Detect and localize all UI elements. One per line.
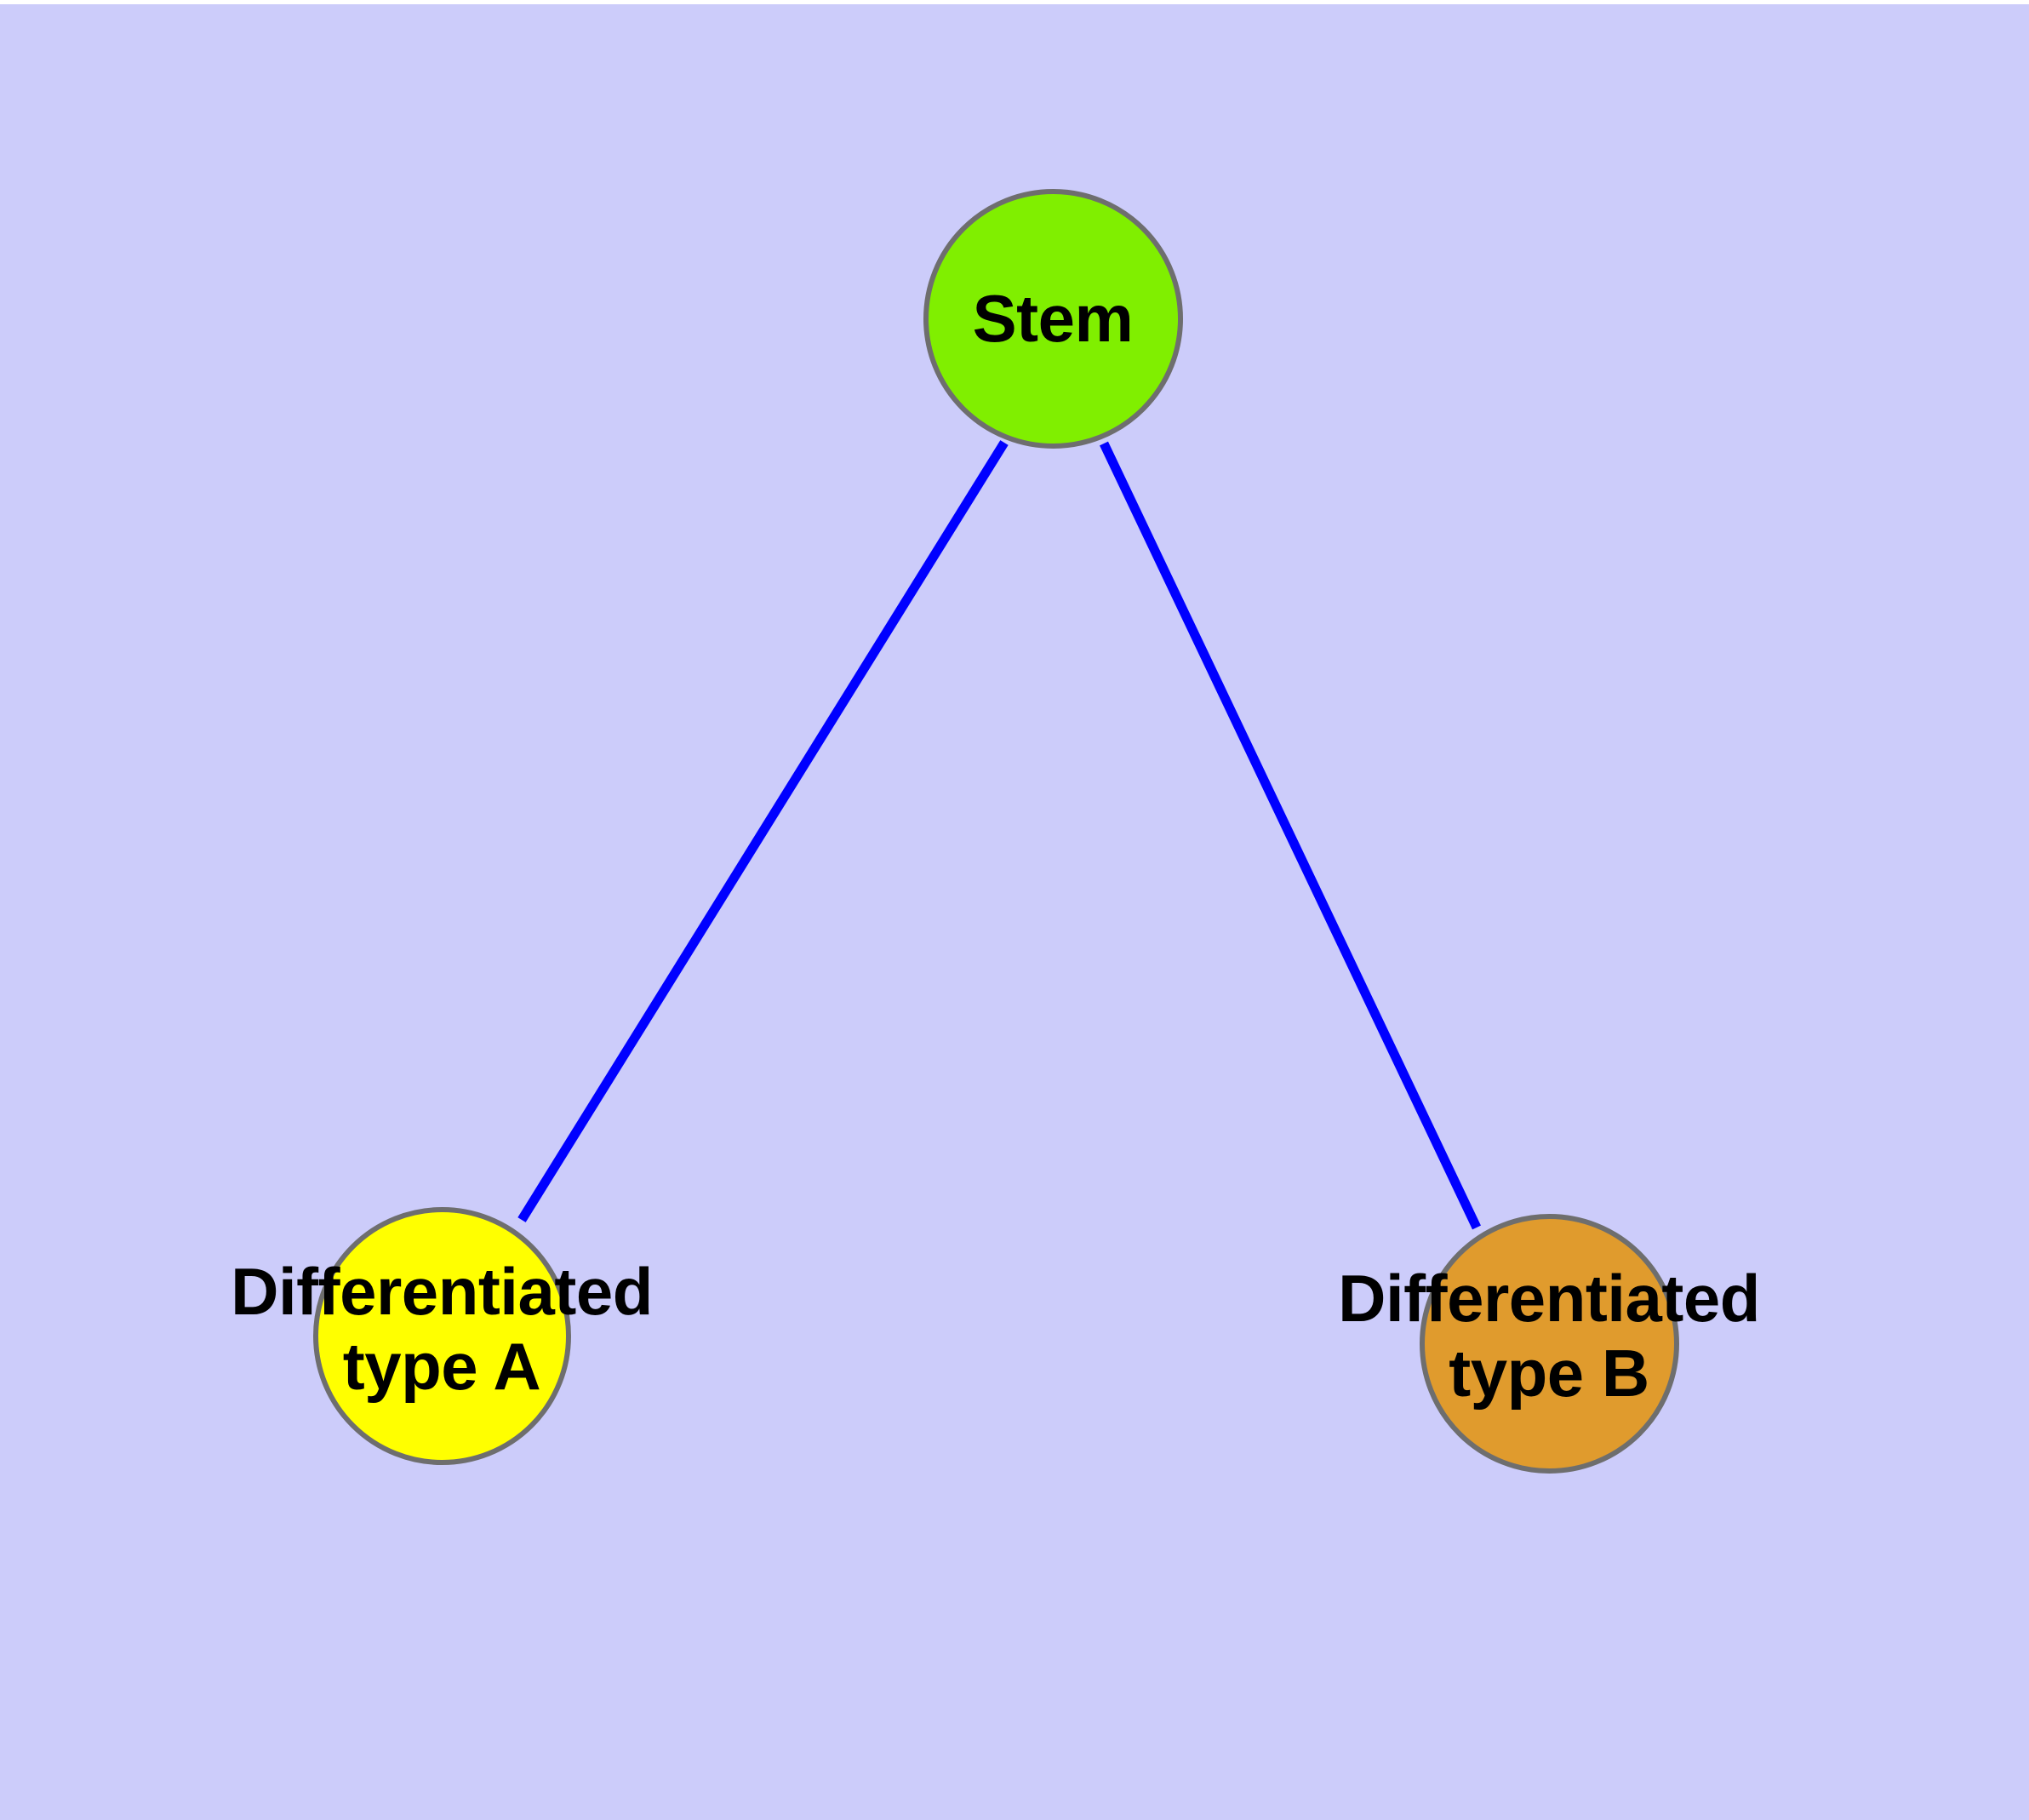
graph-plot-area: Stem Differentiated type A Differentiate…	[0, 4, 2029, 1820]
edge-layer	[517, 440, 1481, 1230]
edge-stem-to-differentiated-type-a	[517, 440, 1009, 1222]
graph-node-differentiated-type-a[interactable]	[313, 1207, 571, 1465]
graph-node-stem[interactable]	[923, 189, 1183, 449]
edge-stem-to-differentiated-type-b	[1100, 441, 1481, 1230]
graph-node-differentiated-type-b[interactable]	[1420, 1214, 1679, 1474]
